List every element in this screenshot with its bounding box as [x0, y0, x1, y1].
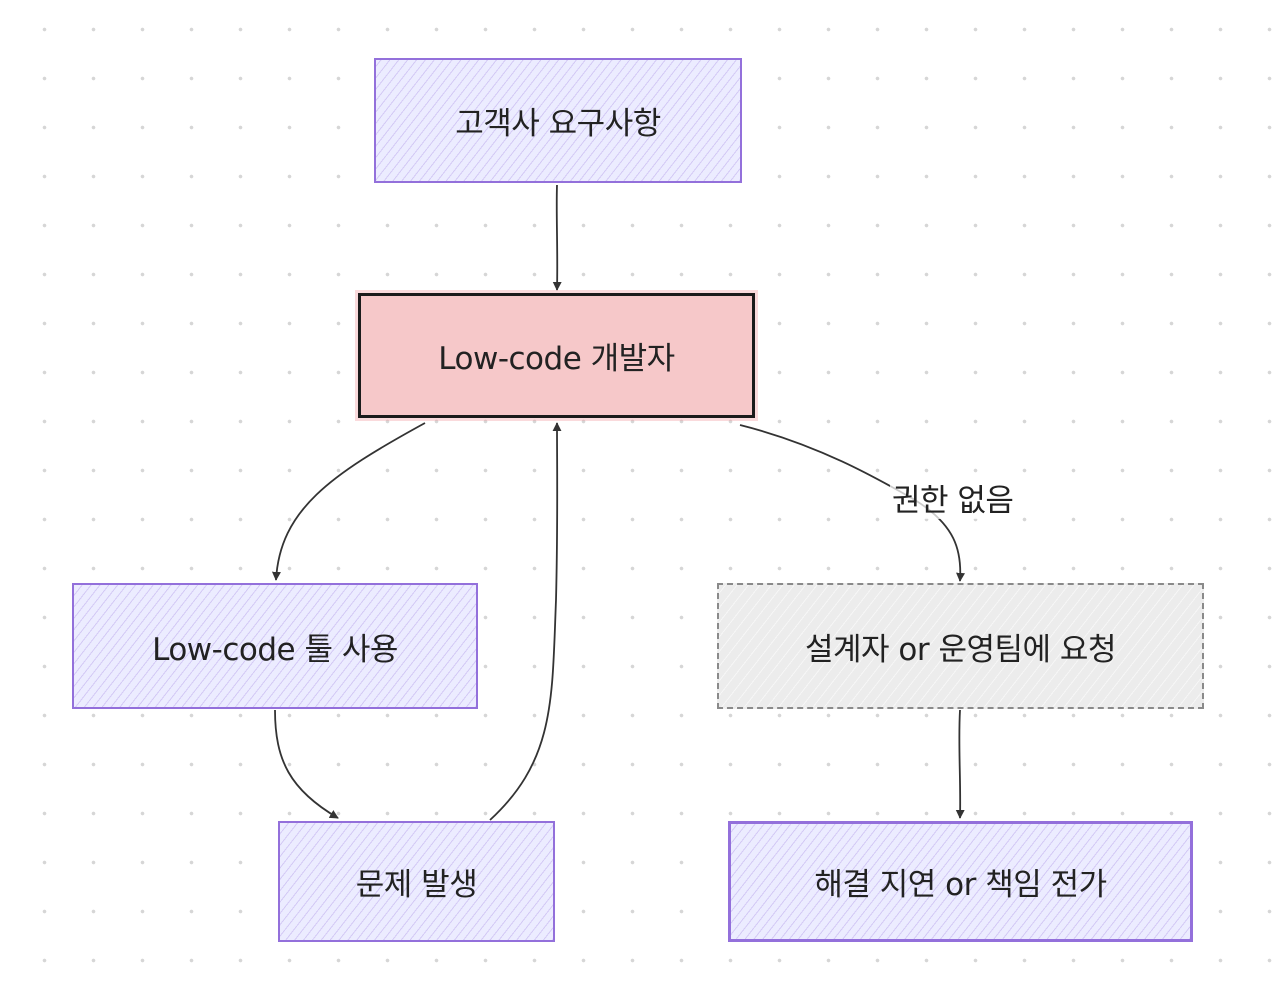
edge-tool-to-problem	[274, 709, 339, 819]
edge-problem-to-developer	[489, 422, 562, 821]
edge-developer-to-tool	[271, 422, 426, 581]
node-problem-occurs: 문제 발생	[278, 821, 555, 942]
edge-request-to-delay	[955, 709, 965, 819]
node-lowcode-developer: Low-code 개발자	[358, 293, 755, 418]
node-problem-occurs-label: 문제 발생	[355, 867, 478, 903]
node-lowcode-developer-label: Low-code 개발자	[438, 341, 675, 377]
edge-requirements-to-developer	[552, 184, 562, 291]
node-request-designer-ops-label: 설계자 or 운영팀에 요청	[805, 631, 1116, 668]
node-delay-or-blame: 해결 지연 or 책임 전가	[728, 821, 1193, 942]
node-delay-or-blame-label: 해결 지연 or 책임 전가	[814, 867, 1107, 903]
node-use-lowcode-tool-label: Low-code 툴 사용	[152, 631, 398, 668]
node-request-designer-ops: 설계자 or 운영팀에 요청	[717, 583, 1204, 709]
node-customer-requirements: 고객사 요구사항	[374, 58, 742, 183]
node-use-lowcode-tool: Low-code 툴 사용	[72, 583, 478, 709]
edge-label-no-permission: 권한 없음	[890, 483, 1016, 519]
node-customer-requirements-label: 고객사 요구사항	[455, 106, 661, 142]
